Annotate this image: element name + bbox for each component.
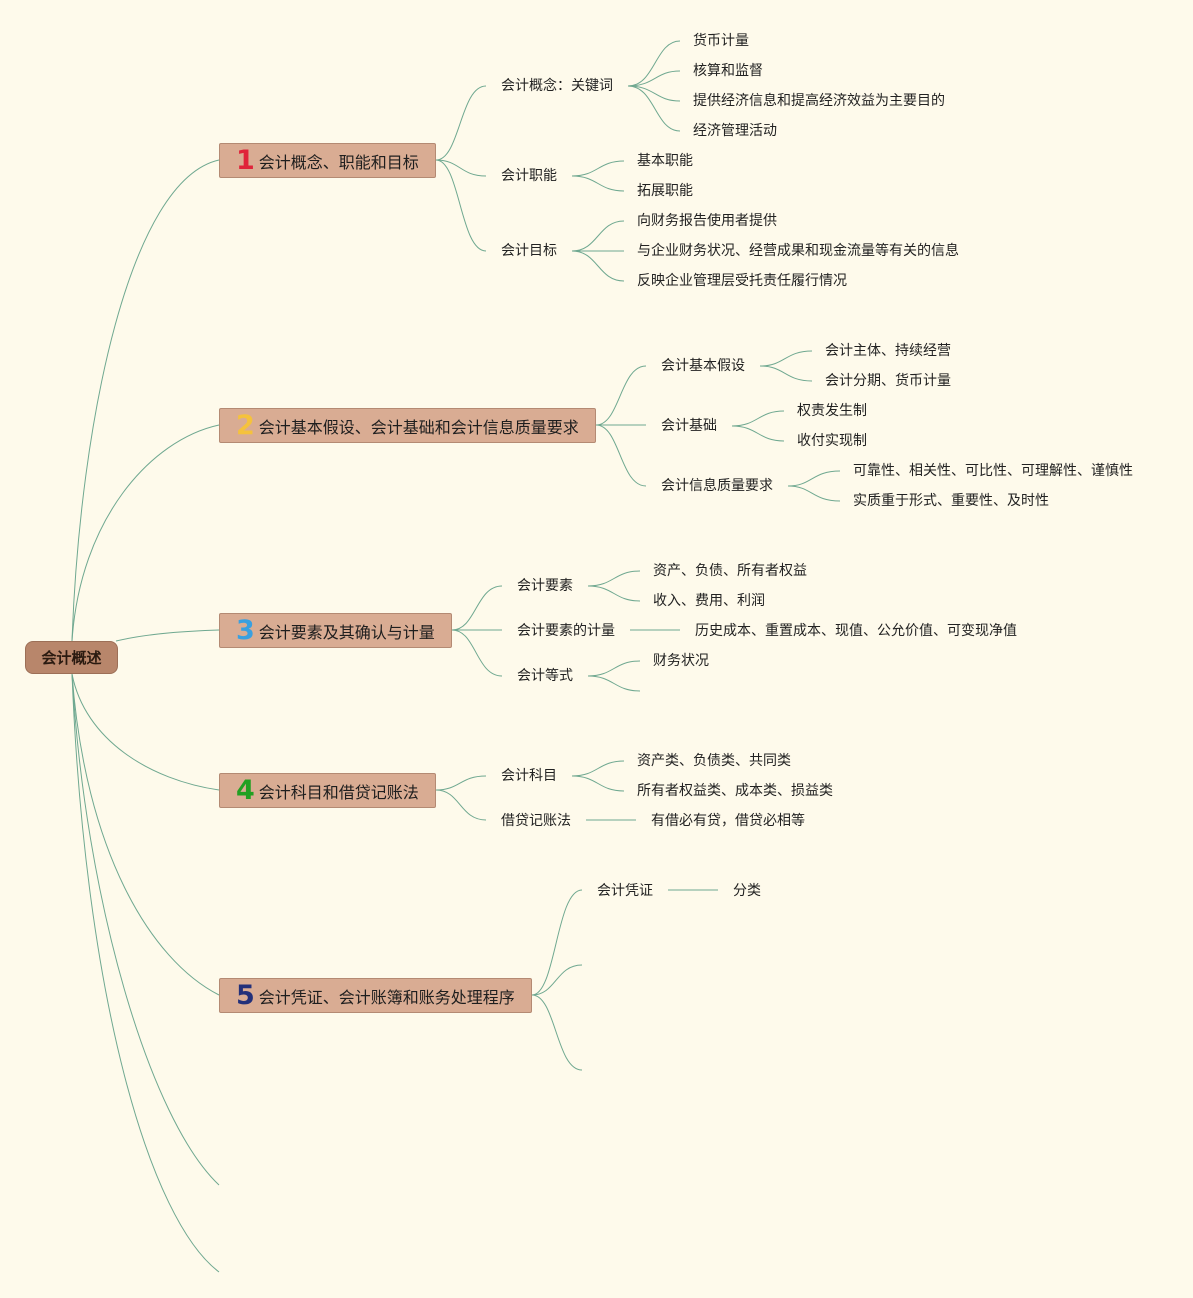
leaf-objective-3[interactable]: 反映企业管理层受托责任履行情况 xyxy=(637,273,847,289)
leaf-quality-2[interactable]: 实质重于形式、重要性、及时性 xyxy=(853,493,1049,509)
leaf-concept-4[interactable]: 经济管理活动 xyxy=(693,123,777,139)
leaf-objective-1[interactable]: 向财务报告使用者提供 xyxy=(637,213,777,229)
topic-1-number: 1 xyxy=(236,145,255,176)
topic-5-title: 会计凭证、会计账簿和账务处理程序 xyxy=(258,987,515,1007)
root-node[interactable]: 会计概述 xyxy=(25,641,118,674)
leaf-equation-1[interactable]: 财务状况 xyxy=(653,653,709,669)
leaf-basis-2[interactable]: 收付实现制 xyxy=(797,433,867,449)
topic-3[interactable]: 3 会计要素及其确认与计量 xyxy=(219,613,452,648)
leaf-assumption-1[interactable]: 会计主体、持续经营 xyxy=(825,343,951,359)
topic-3-number: 3 xyxy=(236,615,255,646)
topic-2-title: 会计基本假设、会计基础和会计信息质量要求 xyxy=(258,417,579,437)
node-accounts[interactable]: 会计科目 xyxy=(501,768,557,784)
node-objective[interactable]: 会计目标 xyxy=(501,243,557,259)
leaf-accounts-1[interactable]: 资产类、负债类、共同类 xyxy=(637,753,791,769)
topic-4[interactable]: 4 会计科目和借贷记账法 xyxy=(219,773,436,808)
leaf-function-1[interactable]: 基本职能 xyxy=(637,153,693,169)
leaf-concept-1[interactable]: 货币计量 xyxy=(693,33,749,49)
node-assumption[interactable]: 会计基本假设 xyxy=(661,358,745,374)
node-basis[interactable]: 会计基础 xyxy=(661,418,717,434)
topic-4-number: 4 xyxy=(236,775,255,806)
topic-5-number: 5 xyxy=(236,980,255,1011)
leaf-basis-1[interactable]: 权责发生制 xyxy=(797,403,867,419)
node-voucher[interactable]: 会计凭证 xyxy=(597,883,653,899)
topic-3-title: 会计要素及其确认与计量 xyxy=(258,622,435,642)
leaf-measurement-1[interactable]: 历史成本、重置成本、现值、公允价值、可变现净值 xyxy=(695,623,1017,639)
topic-4-title: 会计科目和借贷记账法 xyxy=(258,782,419,802)
node-equation[interactable]: 会计等式 xyxy=(517,668,573,684)
leaf-function-2[interactable]: 拓展职能 xyxy=(637,183,693,199)
leaf-elements-2[interactable]: 收入、费用、利润 xyxy=(653,593,765,609)
topic-5[interactable]: 5 会计凭证、会计账簿和账务处理程序 xyxy=(219,978,532,1013)
topic-1[interactable]: 1 会计概念、职能和目标 xyxy=(219,143,436,178)
node-concept[interactable]: 会计概念：关键词 xyxy=(501,78,613,94)
leaf-assumption-2[interactable]: 会计分期、货币计量 xyxy=(825,373,951,389)
leaf-objective-2[interactable]: 与企业财务状况、经营成果和现金流量等有关的信息 xyxy=(637,243,959,259)
node-elements[interactable]: 会计要素 xyxy=(517,578,573,594)
leaf-voucher-1[interactable]: 分类 xyxy=(733,883,761,899)
topic-1-title: 会计概念、职能和目标 xyxy=(258,152,419,172)
node-measurement[interactable]: 会计要素的计量 xyxy=(517,623,615,639)
leaf-concept-2[interactable]: 核算和监督 xyxy=(693,63,763,79)
topic-2[interactable]: 2 会计基本假设、会计基础和会计信息质量要求 xyxy=(219,408,596,443)
leaf-elements-1[interactable]: 资产、负债、所有者权益 xyxy=(653,563,807,579)
node-debit-credit[interactable]: 借贷记账法 xyxy=(501,813,571,829)
leaf-accounts-2[interactable]: 所有者权益类、成本类、损益类 xyxy=(637,783,833,799)
leaf-quality-1[interactable]: 可靠性、相关性、可比性、可理解性、谨慎性 xyxy=(853,463,1133,479)
leaf-debit-credit-1[interactable]: 有借必有贷，借贷必相等 xyxy=(651,813,805,829)
leaf-concept-3[interactable]: 提供经济信息和提高经济效益为主要目的 xyxy=(693,93,945,109)
node-function[interactable]: 会计职能 xyxy=(501,168,557,184)
topic-2-number: 2 xyxy=(236,410,255,441)
node-quality[interactable]: 会计信息质量要求 xyxy=(661,478,773,494)
